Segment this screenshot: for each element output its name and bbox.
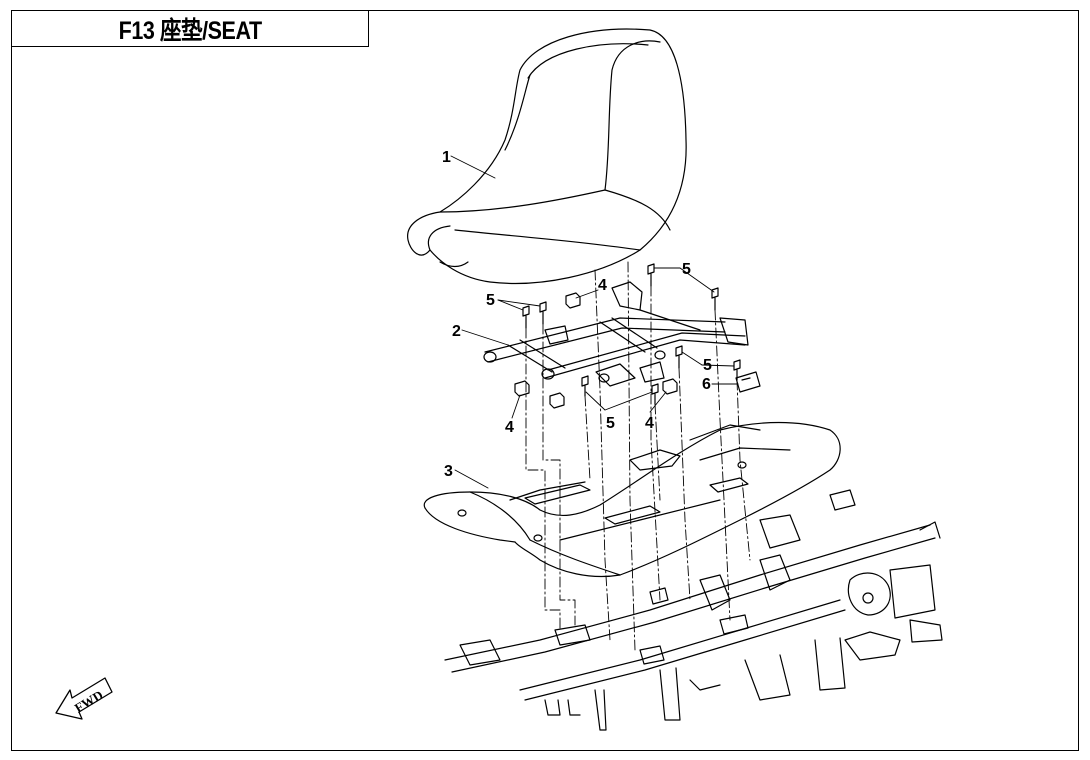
- fwd-arrow-icon: FWD: [55, 677, 113, 720]
- alignment-lines: [525, 261, 751, 651]
- title-box: F13 座垫/SEAT: [11, 10, 369, 47]
- drawing-frame: [11, 10, 1079, 751]
- callout-5b: 5: [682, 261, 691, 278]
- callout-5c: 5: [703, 357, 712, 374]
- seat-frame-part: [483, 281, 749, 387]
- callout-6: 6: [702, 376, 711, 393]
- chassis-frame: [444, 489, 943, 731]
- callout-1: 1: [442, 149, 451, 166]
- callout-4c: 4: [645, 415, 654, 432]
- callout-4b: 4: [505, 419, 514, 436]
- bolt-parts: [522, 263, 741, 405]
- nut-parts: [514, 292, 678, 409]
- callout-5d: 5: [606, 415, 615, 432]
- page-title: F13 座垫/SEAT: [118, 16, 262, 45]
- leader-lines: [450, 155, 739, 489]
- callout-3: 3: [444, 463, 453, 480]
- bracket-part: [735, 371, 761, 393]
- callout-5a: 5: [486, 292, 495, 309]
- callout-2: 2: [452, 323, 461, 340]
- seat-part: [407, 28, 687, 285]
- callout-4a: 4: [598, 277, 607, 294]
